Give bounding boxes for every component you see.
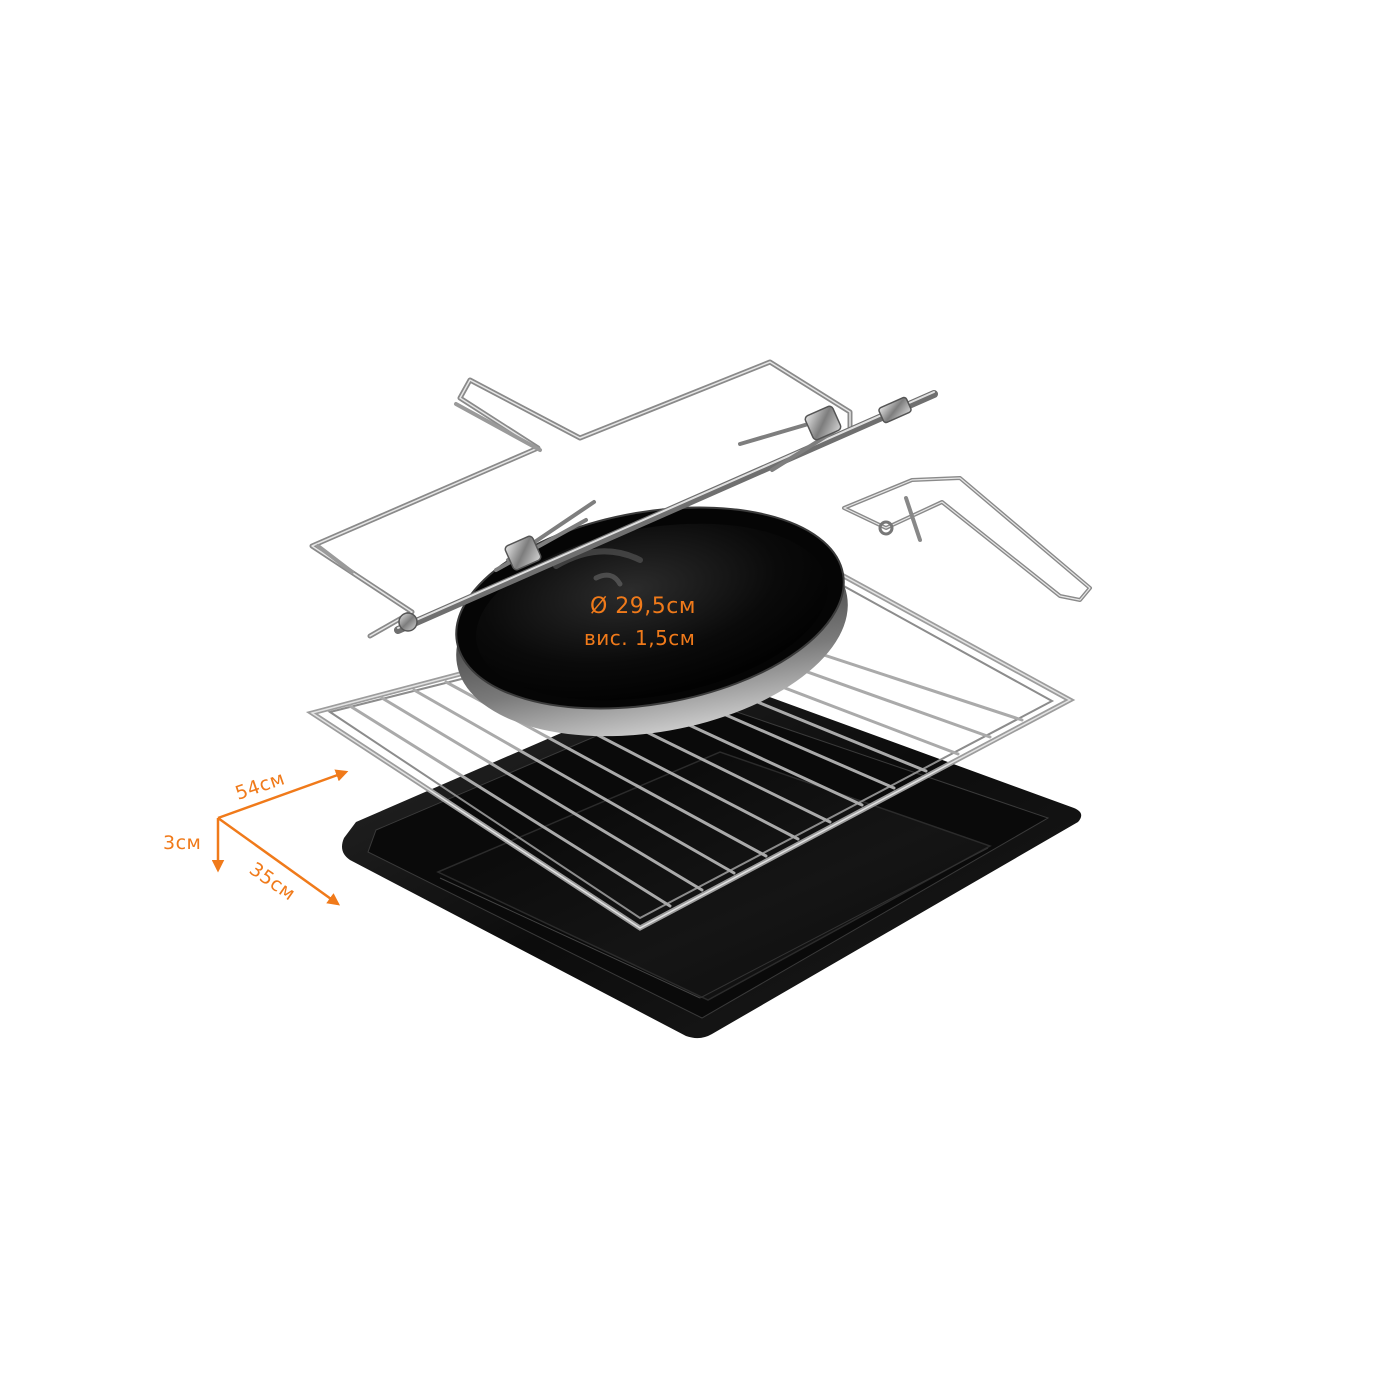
rotisserie-spit-icon	[394, 390, 938, 634]
rotisserie-frame-icon	[309, 359, 853, 639]
depth-arrow-icon	[217, 816, 341, 906]
spit-handle-icon	[842, 476, 1092, 602]
tray-dimension-arrows: 54см 3см 35см	[163, 767, 349, 906]
tray-length-label: 54см	[232, 767, 287, 804]
tray-depth-label: 35см	[245, 858, 299, 905]
length-arrow-icon	[217, 769, 349, 820]
pan-diameter-label: Ø 29,5см	[590, 594, 696, 619]
pan-height-label: вис. 1,5см	[584, 626, 695, 650]
tray-height-label: 3см	[163, 832, 201, 854]
